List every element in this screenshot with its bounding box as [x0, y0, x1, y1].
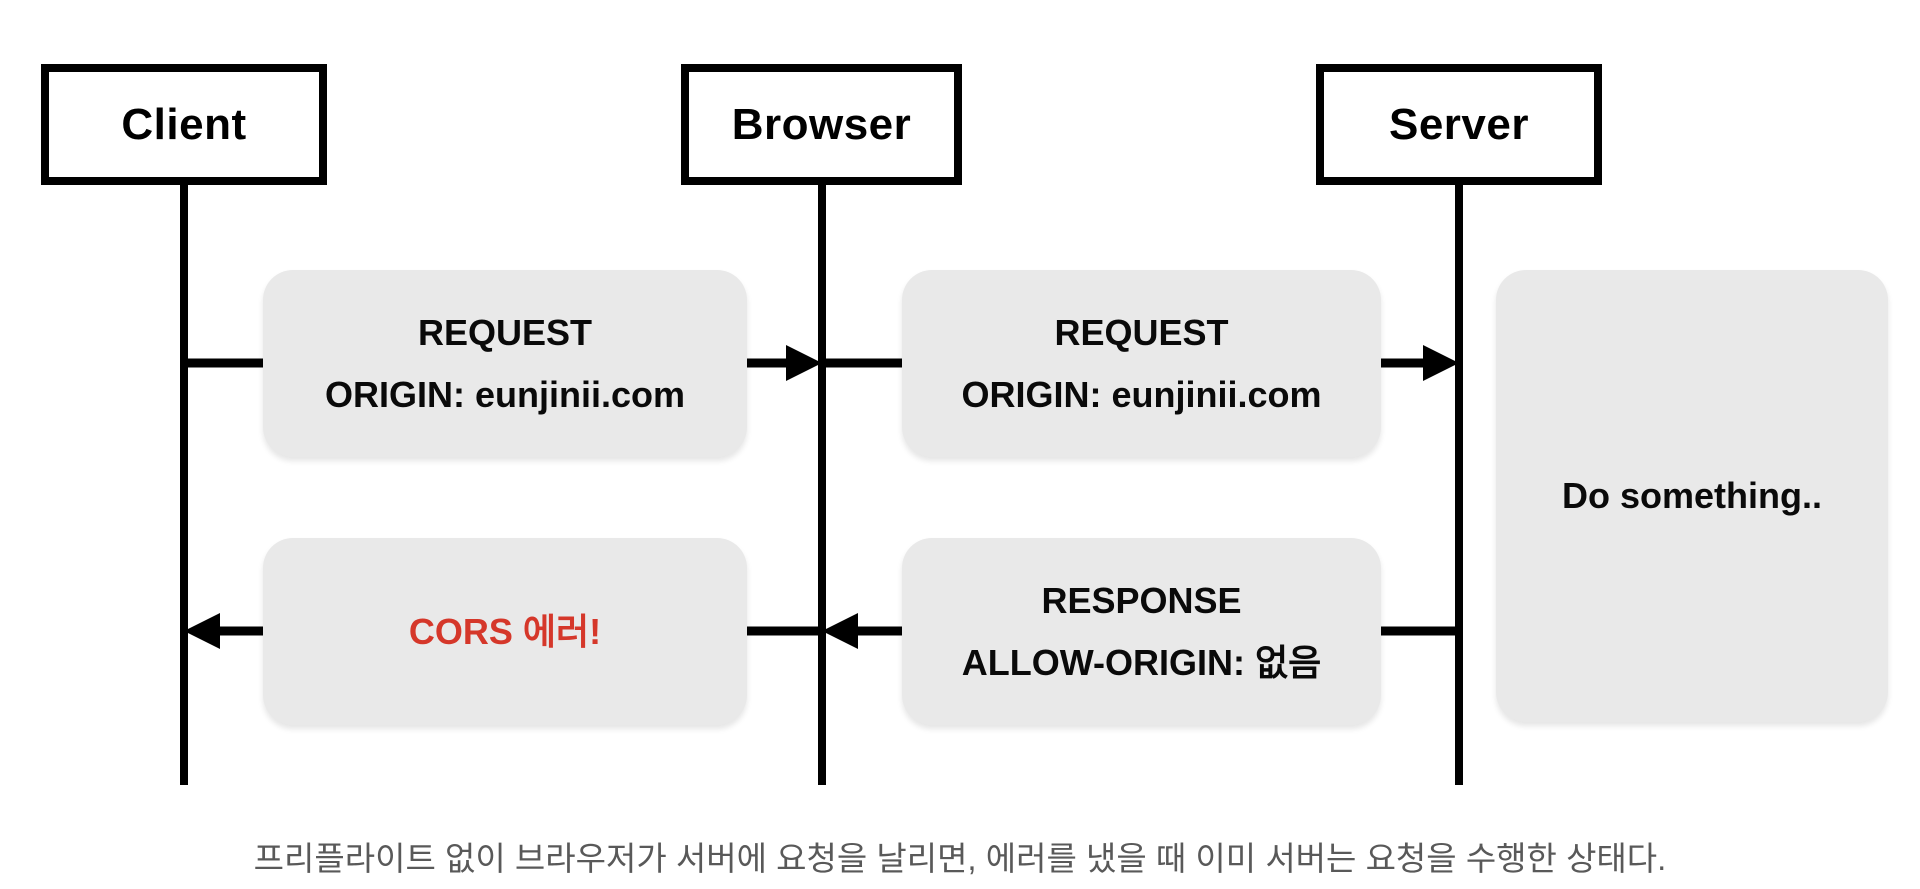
- message-response-line2: ALLOW-ORIGIN: 없음: [961, 641, 1322, 683]
- arrowhead-left-at-browser-icon: [822, 613, 858, 649]
- arrowhead-right-at-server-icon: [1423, 345, 1459, 381]
- actor-client: Client: [41, 64, 327, 185]
- actor-server-label: Server: [1388, 99, 1529, 149]
- message-request-browser-to-server: REQUEST ORIGIN: eunjinii.com: [902, 270, 1381, 457]
- message-request2-line2: ORIGIN: eunjinii.com: [961, 373, 1322, 415]
- server-action-label: Do something..: [1562, 475, 1822, 517]
- message-request2-line1: REQUEST: [1054, 312, 1229, 354]
- message-cors-error: CORS 에러!: [263, 538, 747, 725]
- message-request1-line2: ORIGIN: eunjinii.com: [324, 373, 686, 415]
- actor-browser-label: Browser: [731, 99, 912, 149]
- diagram-caption: 프리플라이트 없이 브라우저가 서버에 요청을 날리면, 에러를 냈을 때 이미…: [253, 840, 1667, 877]
- actor-client-label: Client: [121, 99, 247, 149]
- arrowhead-left-at-client-icon: [184, 613, 220, 649]
- cors-error-label: CORS 에러!: [408, 610, 602, 652]
- message-response-server-to-browser: RESPONSE ALLOW-ORIGIN: 없음: [902, 538, 1381, 725]
- message-server-action: Do something..: [1496, 270, 1888, 722]
- arrowhead-right-at-browser-icon: [786, 345, 822, 381]
- message-request1-line1: REQUEST: [417, 312, 593, 354]
- message-response-line1: RESPONSE: [1041, 580, 1242, 622]
- message-request-client-to-browser: REQUEST ORIGIN: eunjinii.com: [263, 270, 747, 457]
- actor-browser: Browser: [681, 64, 962, 185]
- actor-server: Server: [1316, 64, 1602, 185]
